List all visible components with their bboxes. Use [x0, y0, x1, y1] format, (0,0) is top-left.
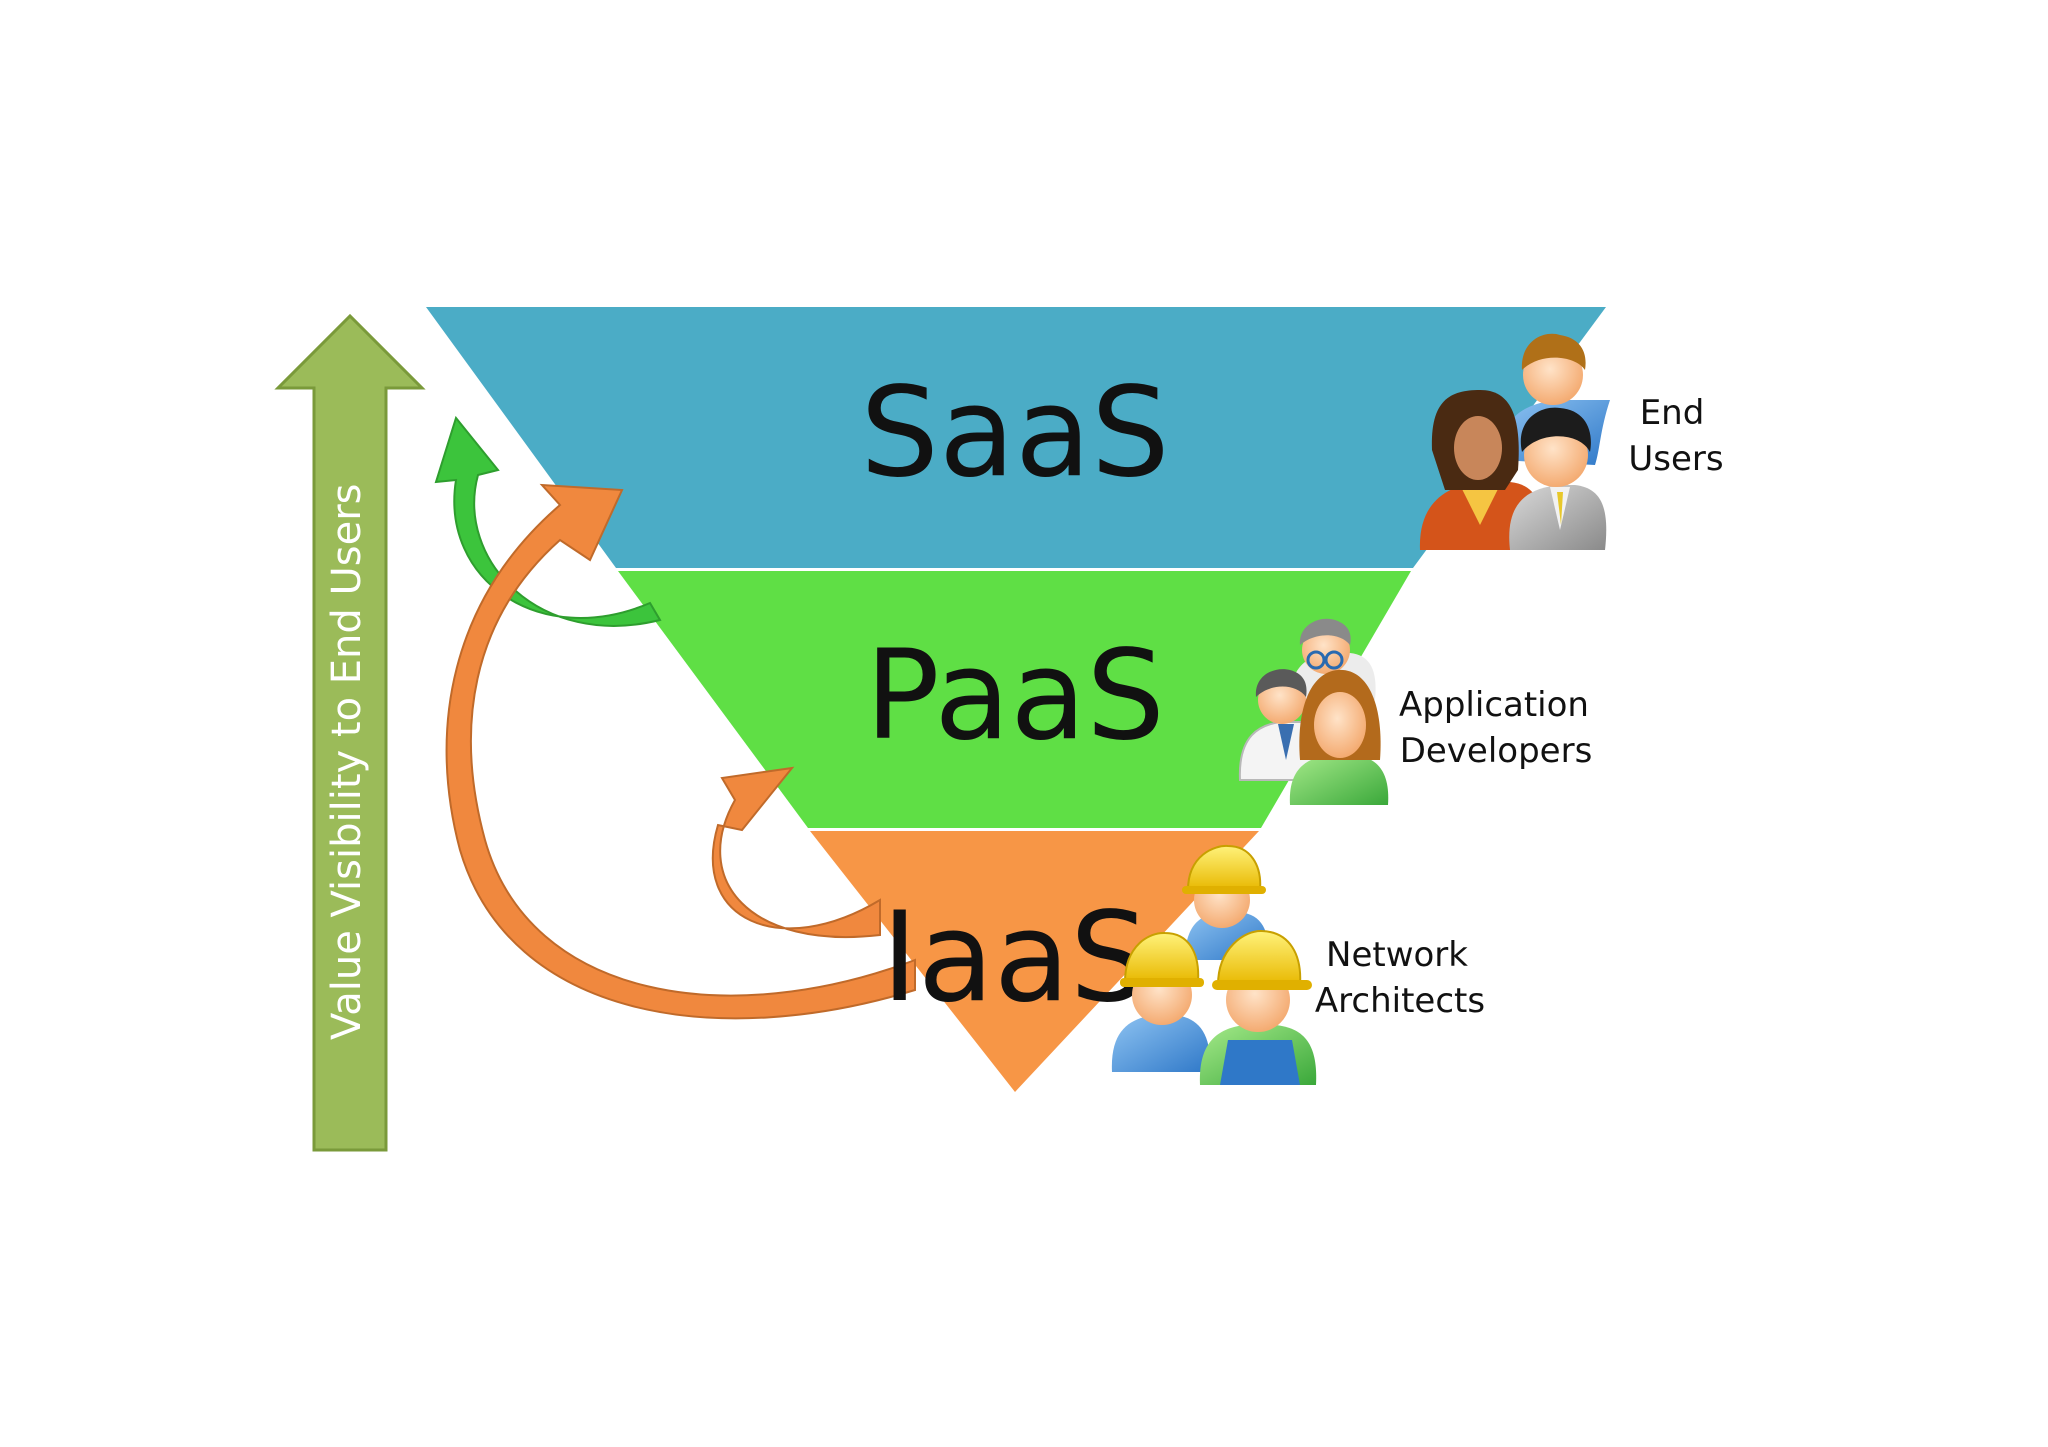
iaas-to-saas-arrow [445, 483, 916, 1020]
role-label-line2: Users [1628, 439, 1723, 479]
developers-icon [1238, 618, 1389, 805]
paas-to-saas-arrow [434, 415, 662, 627]
end-users-icon [1419, 333, 1610, 550]
iaas-label: IaaS [881, 886, 1148, 1030]
saas-label: SaaS [860, 361, 1169, 505]
role-label-line2: Developers [1400, 731, 1593, 771]
paas-label: PaaS [865, 624, 1165, 768]
role-end-users: End Users [1628, 393, 1723, 479]
role-application-developers: Application Developers [1399, 685, 1592, 771]
axis-arrow-shape [274, 313, 426, 1152]
iaas-layer [810, 831, 1259, 1092]
network-architects-icon [1111, 844, 1317, 1085]
role-label-line2: Architects [1315, 981, 1485, 1021]
flow-arrows [434, 415, 916, 1020]
paas-layer [618, 571, 1411, 828]
iaas-to-paas-arrow [711, 766, 881, 938]
role-label-line1: Application [1399, 685, 1589, 725]
role-label-line1: Network [1326, 935, 1468, 975]
role-network-architects: Network Architects [1315, 935, 1485, 1021]
role-label-line1: End [1640, 393, 1705, 433]
service-pyramid [426, 307, 1606, 1092]
saas-layer [426, 307, 1606, 568]
axis-label: Value Visibility to End Users [324, 483, 370, 1040]
value-visibility-arrow: Value Visibility to End Users [274, 313, 426, 1152]
